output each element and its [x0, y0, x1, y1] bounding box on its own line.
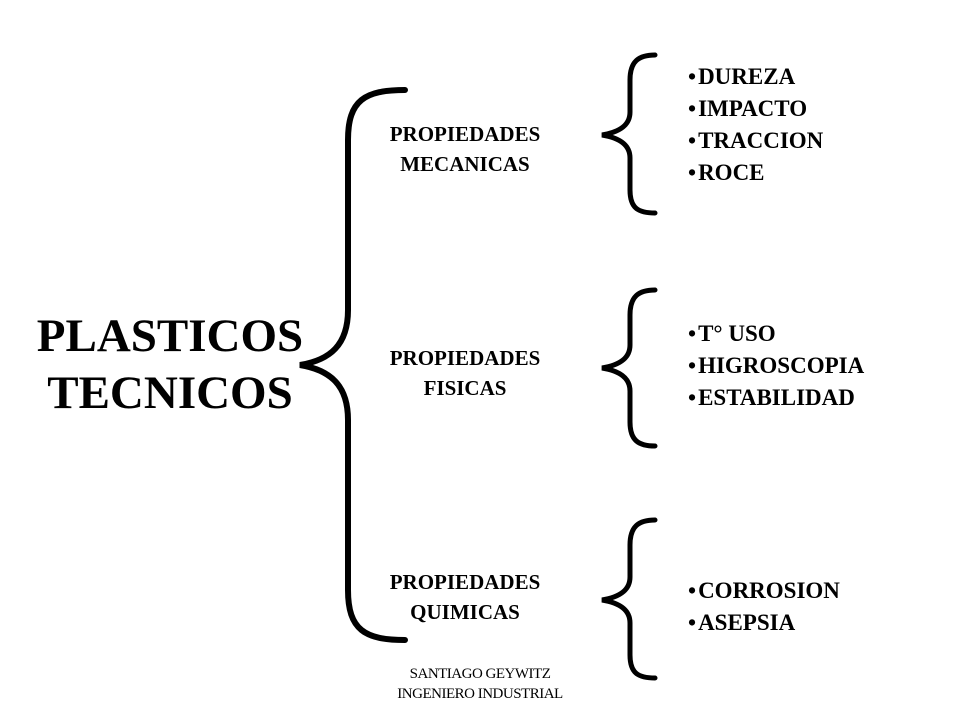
list-item: ASEPSIA [688, 607, 840, 639]
list-item: ROCE [688, 157, 823, 189]
branch-fisicas-line1: PROPIEDADES [389, 346, 541, 370]
branch-mecanicas-line1: PROPIEDADES [389, 122, 541, 146]
author-name: SANTIAGO GEYWITZ [409, 666, 551, 682]
branch-mecanicas: PROPIEDADES MECANICAS [350, 119, 580, 179]
main-title-line1: PLASTICOS [36, 310, 304, 362]
main-title-line2: TECNICOS [47, 367, 293, 419]
author-role: INGENIERO INDUSTRIAL [397, 686, 563, 702]
branch-quimicas-line2: QUIMICAS [410, 600, 520, 624]
list-item: DUREZA [688, 61, 823, 93]
mecanicas-brace [601, 52, 658, 216]
fisicas-brace [601, 287, 658, 449]
quimicas-list: CORROSION ASEPSIA [688, 575, 840, 639]
list-item: T° USO [688, 318, 864, 350]
branch-mecanicas-line2: MECANICAS [400, 152, 530, 176]
branch-quimicas: PROPIEDADES QUIMICAS [350, 567, 580, 627]
branch-fisicas: PROPIEDADES FISICAS [350, 343, 580, 403]
list-item: IMPACTO [688, 93, 823, 125]
list-item: CORROSION [688, 575, 840, 607]
list-item: TRACCION [688, 125, 823, 157]
author-footer: SANTIAGO GEYWITZ INGENIERO INDUSTRIAL [330, 664, 630, 704]
quimicas-brace [601, 517, 658, 681]
list-item: ESTABILIDAD [688, 382, 864, 414]
list-item: HIGROSCOPIA [688, 350, 864, 382]
main-title: PLASTICOS TECNICOS [20, 308, 320, 422]
main-brace [299, 87, 408, 643]
branch-quimicas-line1: PROPIEDADES [389, 570, 541, 594]
branch-fisicas-line2: FISICAS [423, 376, 507, 400]
mecanicas-list: DUREZA IMPACTO TRACCION ROCE [688, 61, 823, 189]
fisicas-list: T° USO HIGROSCOPIA ESTABILIDAD [688, 318, 864, 414]
